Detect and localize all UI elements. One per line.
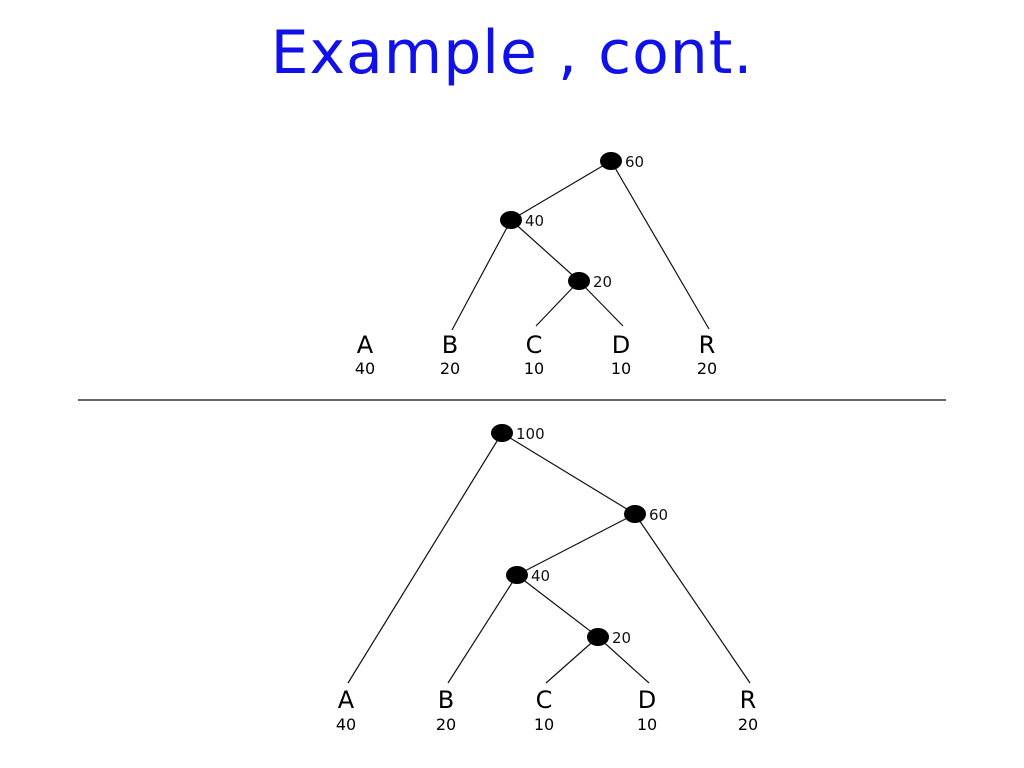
leaf-value: 10	[611, 359, 631, 378]
leaf-name: A	[357, 331, 374, 359]
node-marker	[624, 505, 646, 523]
edge-n40-B	[451, 219, 512, 331]
edge-n60-n40	[510, 160, 612, 221]
leaf-name: C	[526, 331, 543, 359]
leaf-value: 10	[534, 715, 554, 734]
edge-n60-R	[610, 160, 710, 330]
edge-n40-n20	[516, 574, 599, 638]
node-marker	[500, 211, 522, 229]
leaf-name: B	[442, 331, 458, 359]
node-label: 60	[649, 506, 668, 524]
leaf-value: 40	[336, 715, 356, 734]
node-marker	[600, 152, 622, 170]
node-marker	[491, 424, 513, 442]
leaf-name: R	[740, 686, 757, 714]
leaf-value: 20	[440, 359, 460, 378]
edge-n40-n20	[510, 219, 580, 282]
edge-n20-C	[545, 636, 599, 684]
edge-n20-C	[535, 280, 580, 327]
leaf-name: A	[338, 686, 355, 714]
edge-n100-A	[347, 432, 503, 684]
edges	[451, 160, 710, 331]
slide-title: Example , cont.	[270, 18, 754, 88]
edges	[347, 432, 751, 684]
node-label: 100	[516, 425, 545, 443]
leaf-name: D	[612, 331, 630, 359]
leaf-value: 40	[355, 359, 375, 378]
edge-n20-D	[597, 636, 650, 684]
edge-n60-R	[634, 513, 751, 684]
leaf-name: C	[536, 686, 553, 714]
node-marker	[506, 566, 528, 584]
edge-n100-n60	[501, 432, 636, 515]
leaf-name: D	[638, 686, 656, 714]
leaf-name: B	[438, 686, 454, 714]
edge-n60-n40	[516, 513, 636, 576]
node-marker	[568, 272, 590, 290]
edge-n20-D	[578, 280, 624, 327]
nodes: 60 40 20	[500, 152, 644, 291]
node-label: 20	[612, 629, 631, 647]
edge-n40-B	[447, 574, 518, 684]
node-label: 60	[625, 153, 644, 171]
node-label: 40	[525, 212, 544, 230]
nodes: 100 60 40 20	[491, 424, 668, 647]
leaf-value: 10	[637, 715, 657, 734]
node-label: 20	[593, 273, 612, 291]
leaf-value: 20	[436, 715, 456, 734]
node-label: 40	[531, 567, 550, 585]
leaf-value: 10	[524, 359, 544, 378]
leaf-value: 20	[738, 715, 758, 734]
leaf-value: 20	[697, 359, 717, 378]
leaf-name: R	[699, 331, 716, 359]
node-marker	[587, 628, 609, 646]
